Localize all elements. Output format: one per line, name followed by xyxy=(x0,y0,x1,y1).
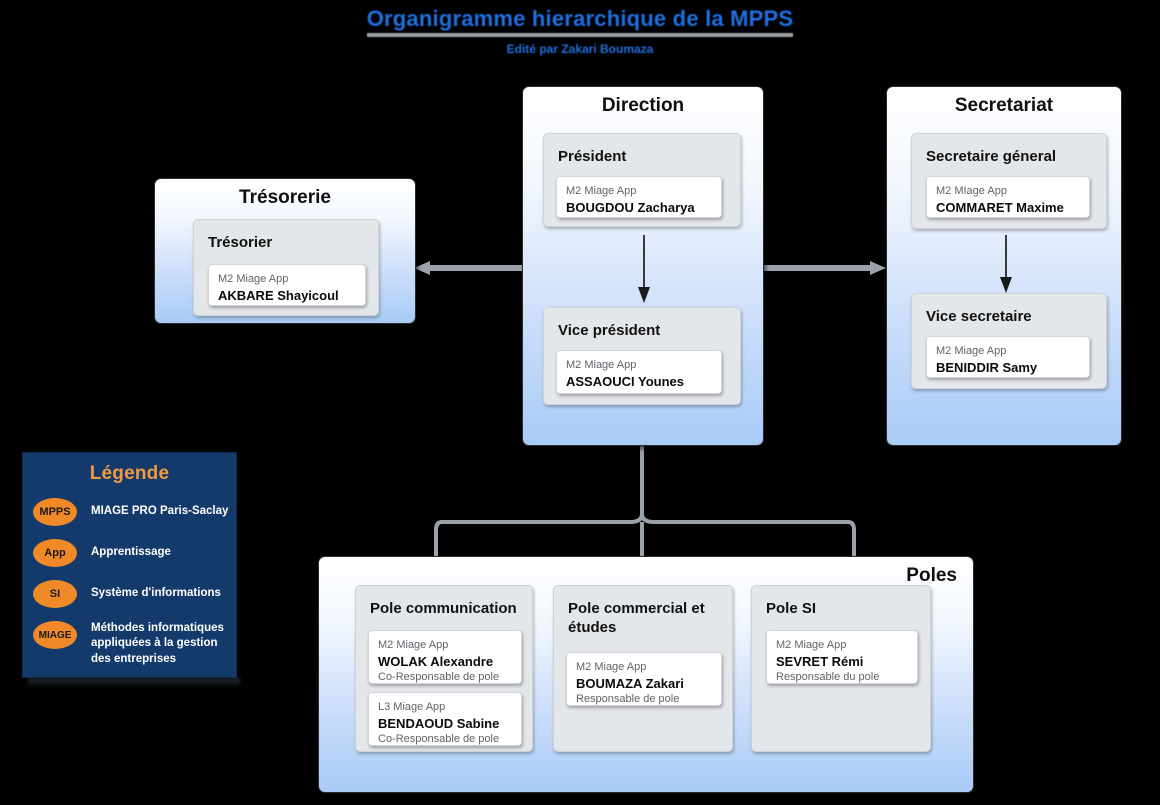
person-card[interactable]: M2 Miage App BOUGDOU Zacharya xyxy=(556,176,722,218)
group-pole-commercial[interactable]: Pole commercial et études M2 Miage App B… xyxy=(553,585,733,752)
legend-badge-si: SI xyxy=(33,580,77,608)
person-card[interactable]: M2 MIage App COMMARET Maxime xyxy=(926,176,1090,218)
legend-label-mpps: MIAGE PRO Paris-Saclay xyxy=(91,505,229,518)
person-program: M2 Miage App xyxy=(566,359,637,371)
group-title-pole-communication: Pole communication xyxy=(370,600,517,617)
legend-panel[interactable]: Légende MPPS MIAGE PRO Paris-Saclay App … xyxy=(22,452,237,678)
group-vice-president[interactable]: Vice président M2 Miage App ASSAOUCI You… xyxy=(543,307,741,405)
legend-item-si: SI Système d'informations xyxy=(23,580,236,608)
panel-title-tresorerie: Trésorerie xyxy=(239,187,331,208)
connector-president-vice-president xyxy=(638,235,650,303)
person-program: M2 Miage App xyxy=(566,185,637,197)
legend-item-miage: MIAGE Méthodes informatiques appliquées … xyxy=(23,621,236,667)
legend-item-app: App Apprentissage xyxy=(23,539,236,567)
panel-direction[interactable]: Direction Président M2 Miage App BOUGDOU… xyxy=(522,86,764,446)
title-block: Organigramme hierarchique de la MPPS Edi… xyxy=(0,6,1160,56)
person-card[interactable]: M2 Miage App WOLAK Alexandre Co-Responsa… xyxy=(368,630,522,684)
person-role: Co-Responsable de pole xyxy=(378,733,500,746)
legend-label-si: Système d'informations xyxy=(91,587,221,600)
person-name: BOUGDOU Zacharya xyxy=(566,199,695,215)
person-name: SEVRET Rémi xyxy=(776,653,864,669)
person-name: BENDAOUD Sabine xyxy=(378,715,500,731)
person-name: ASSAOUCI Younes xyxy=(566,373,684,389)
connector-direction-secretariat xyxy=(762,261,886,275)
group-president[interactable]: Président M2 Miage App BOUGDOU Zacharya xyxy=(543,133,741,227)
group-title-pole-commercial: Pole commercial et études xyxy=(568,600,705,636)
person-program: M2 Miage App xyxy=(936,345,1007,357)
person-role: Responsable de pole xyxy=(576,693,680,706)
person-card[interactable]: M2 Miage App SEVRET Rémi Responsable du … xyxy=(766,630,918,684)
person-card[interactable]: L3 Miage App BENDAOUD Sabine Co-Responsa… xyxy=(368,692,522,746)
legend-badge-miage: MIAGE xyxy=(33,621,77,649)
person-program: M2 Miage App xyxy=(378,639,449,651)
group-title-president: Président xyxy=(558,148,627,165)
connector-secretaire-vice-secretaire xyxy=(1000,235,1012,293)
group-title-pole-si: Pole SI xyxy=(766,600,817,617)
person-card[interactable]: M2 Miage App ASSAOUCI Younes xyxy=(556,350,722,394)
person-role: Responsable du pole xyxy=(776,671,880,684)
group-title-vice-president: Vice président xyxy=(558,322,661,339)
panel-secretariat[interactable]: Secretariat Secretaire géneral M2 MIage … xyxy=(886,86,1122,446)
legend-label-miage: Méthodes informatiques appliquées à la g… xyxy=(91,622,224,665)
person-program: M2 Miage App xyxy=(576,661,647,673)
person-program: L3 Miage App xyxy=(378,701,446,713)
group-pole-si[interactable]: Pole SI M2 Miage App SEVRET Rémi Respons… xyxy=(751,585,931,752)
panel-title-secretariat: Secretariat xyxy=(954,95,1054,116)
person-program: M2 MIage App xyxy=(936,185,1007,197)
person-program: M2 Miage App xyxy=(776,639,847,651)
panel-title-direction: Direction xyxy=(601,95,685,116)
person-name: AKBARE Shayicoul xyxy=(218,287,339,303)
page-title: Organigramme hierarchique de la MPPS xyxy=(366,6,794,37)
group-title-vice-secretaire: Vice secretaire xyxy=(926,308,1032,325)
panel-poles[interactable]: Poles Pole communication M2 Miage App WO… xyxy=(318,556,974,793)
legend-badge-mpps: MPPS xyxy=(33,498,77,526)
connector-direction-poles xyxy=(429,444,861,578)
group-vice-secretaire[interactable]: Vice secretaire M2 Miage App BENIDDIR Sa… xyxy=(911,293,1107,389)
person-card[interactable]: M2 Miage App BENIDDIR Samy xyxy=(926,336,1090,378)
panel-title-poles: Poles xyxy=(906,565,957,586)
page-subtitle: Edité par Zakari Boumaza xyxy=(506,42,654,56)
person-program: M2 Miage App xyxy=(218,273,289,285)
group-title-tresorier: Trésorier xyxy=(208,234,273,251)
panel-tresorerie[interactable]: Trésorerie Trésorier M2 Miage App AKBARE… xyxy=(154,178,416,324)
legend-badge-app: App xyxy=(33,539,77,567)
legend-item-mpps: MPPS MIAGE PRO Paris-Saclay xyxy=(23,498,236,526)
person-name: COMMARET Maxime xyxy=(936,199,1064,215)
person-name: BOUMAZA Zakari xyxy=(576,675,684,691)
person-card[interactable]: M2 Miage App BOUMAZA Zakari Responsable … xyxy=(566,652,722,706)
legend-title: Légende xyxy=(89,463,170,484)
group-secretaire-general[interactable]: Secretaire géneral M2 MIage App COMMARET… xyxy=(911,133,1107,229)
person-name: WOLAK Alexandre xyxy=(378,653,494,669)
person-role: Co-Responsable de pole xyxy=(378,671,500,684)
group-pole-communication[interactable]: Pole communication M2 Miage App WOLAK Al… xyxy=(355,585,533,752)
person-card[interactable]: M2 Miage App AKBARE Shayicoul xyxy=(208,264,366,306)
group-title-secretaire-general: Secretaire géneral xyxy=(926,148,1057,165)
group-tresorier[interactable]: Trésorier M2 Miage App AKBARE Shayicoul xyxy=(193,219,379,316)
legend-shadow xyxy=(28,678,240,688)
legend-label-app: Apprentissage xyxy=(91,546,171,559)
connector-direction-tresorerie xyxy=(414,261,529,275)
person-name: BENIDDIR Samy xyxy=(936,359,1038,375)
